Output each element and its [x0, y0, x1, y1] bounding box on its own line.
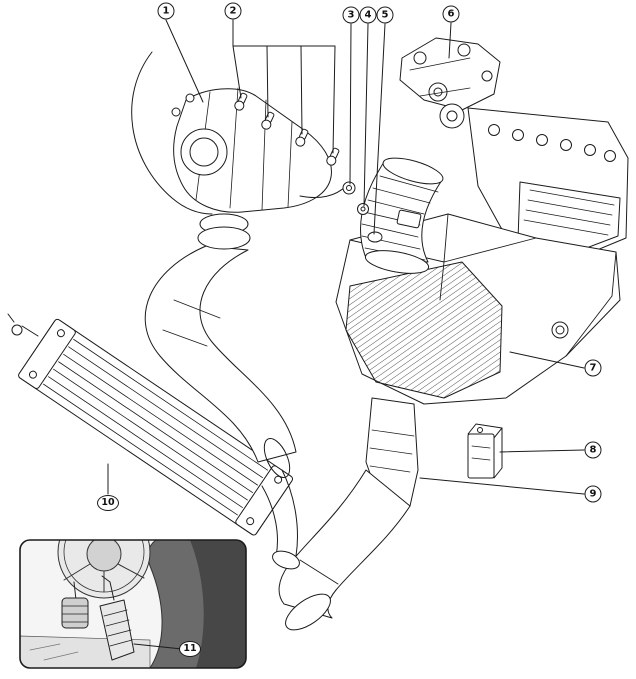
harness-curve [131, 51, 213, 215]
callout-10: 10 [97, 495, 119, 511]
intake-manifold [171, 87, 347, 250]
callout-11: 11 [179, 641, 201, 657]
lower-intake-hose [261, 469, 411, 631]
leader-lines [107, 19, 585, 495]
mounting-bracket-part [467, 423, 503, 479]
brake-pedal [61, 581, 89, 629]
steering-wheel [57, 540, 151, 599]
callout-8: 8 [584, 441, 602, 459]
callout-6: 6 [442, 5, 460, 23]
intercooler [7, 313, 294, 536]
callout-4: 4 [359, 6, 377, 24]
callout-2: 2 [224, 2, 242, 20]
manifold-sensors [234, 92, 340, 166]
callout-9: 9 [584, 485, 602, 503]
inset-pedal-detail [19, 539, 247, 669]
charge-air-pipe [144, 245, 297, 478]
engine-block [467, 107, 629, 263]
accelerator-pedal [99, 575, 135, 661]
throttle-sensors [342, 181, 383, 243]
callout-3: 3 [342, 6, 360, 24]
callout-1: 1 [157, 2, 175, 20]
callout-5: 5 [376, 6, 394, 24]
callout-7: 7 [584, 359, 602, 377]
